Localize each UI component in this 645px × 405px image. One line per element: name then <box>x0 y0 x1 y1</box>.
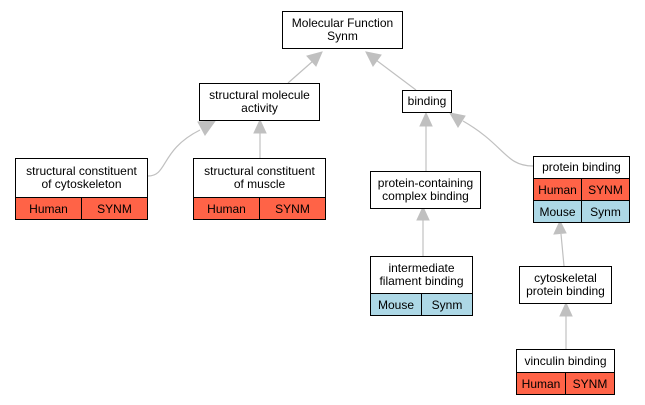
go-term-label: vinculin binding <box>524 353 607 368</box>
gene-cell: SYNM <box>581 179 629 200</box>
go-term-node-mf[interactable]: Molecular Function Synm <box>282 11 403 49</box>
species-cell: Mouse <box>371 294 421 315</box>
go-term-label: cytoskeletal protein binding <box>526 271 605 298</box>
edge-pb-to-binding <box>462 120 534 167</box>
edge-cpb-to-pb <box>560 233 565 267</box>
go-term-label: protein binding <box>542 160 621 174</box>
species-cell: Mouse <box>534 201 581 222</box>
go-term-label: structural constituent of muscle <box>204 164 315 191</box>
species-cell: Human <box>534 179 581 200</box>
go-term-node-sma[interactable]: structural molecule activity <box>199 83 320 121</box>
edge-arrowhead <box>449 112 466 128</box>
go-term-node-pccb[interactable]: protein-containing complex binding <box>370 171 481 209</box>
gene-cell: Synm <box>581 201 629 222</box>
gene-cell: SYNM <box>259 198 325 219</box>
gene-cell: SYNM <box>81 198 147 219</box>
gene-cell: Synm <box>421 294 472 315</box>
go-term-label: protein-containing complex binding <box>377 176 474 203</box>
go-term-label: Molecular Function Synm <box>291 16 394 43</box>
species-cell: Human <box>16 198 81 219</box>
edge-arrowhead <box>365 51 382 67</box>
go-term-node-binding[interactable]: binding <box>402 90 452 113</box>
species-cell: Human <box>517 373 565 394</box>
edge-scc-to-sma <box>147 129 201 177</box>
go-term-label: binding <box>407 94 447 108</box>
edge-arrowhead <box>559 301 573 317</box>
edge-arrowhead <box>306 51 323 67</box>
edge-arrowhead <box>197 120 217 136</box>
edge-arrowhead <box>419 111 433 127</box>
go-term-label: intermediate filament binding <box>379 261 464 288</box>
edge-arrowhead <box>253 118 267 134</box>
species-cell: Human <box>194 198 259 219</box>
edge-arrowhead <box>553 219 567 235</box>
gene-cell: SYNM <box>565 373 614 394</box>
go-term-label: structural molecule activity <box>209 88 310 115</box>
edge-sma-to-mf <box>287 60 314 84</box>
edge-binding-to-mf <box>375 59 417 91</box>
go-term-label: structural constituent of cytoskeleton <box>26 164 137 191</box>
edge-arrowhead <box>416 205 430 221</box>
go-term-node-cpb[interactable]: cytoskeletal protein binding <box>519 266 612 304</box>
